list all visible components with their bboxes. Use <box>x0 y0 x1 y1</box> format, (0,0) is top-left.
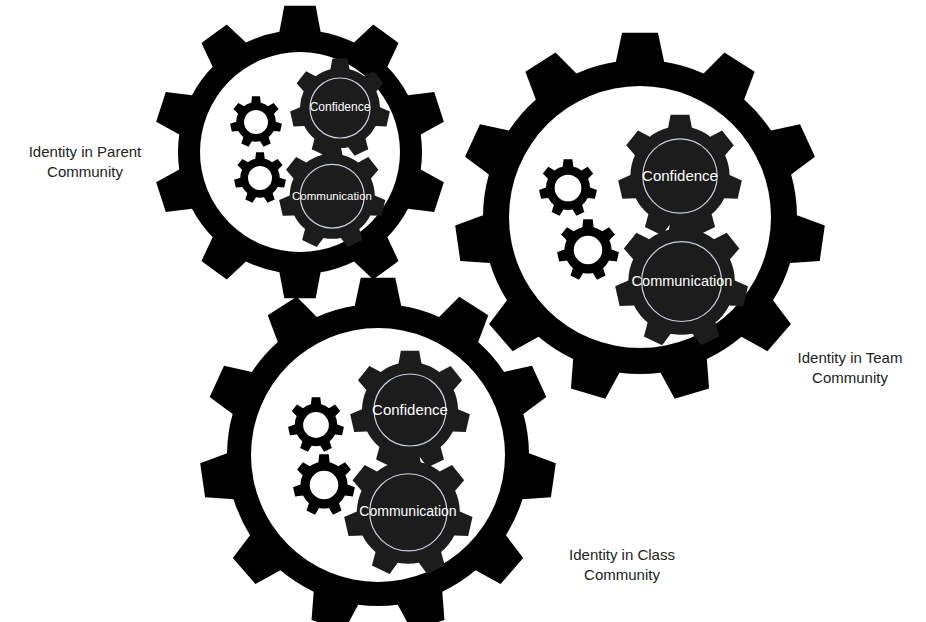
outer-gear-ring <box>200 278 556 622</box>
gear-hub-ring <box>310 78 370 138</box>
community-gear: Identity in Parent CommunityConfidenceCo… <box>153 5 447 299</box>
gear-illustration <box>153 5 447 299</box>
small-gear <box>288 397 344 451</box>
outer-gear-ring <box>156 6 444 298</box>
gear-illustration <box>455 32 825 402</box>
small-gear <box>234 152 286 203</box>
outer-gear-ring <box>455 33 825 399</box>
small-gear <box>557 219 619 279</box>
community-gear: Identity in Team CommunityConfidenceComm… <box>455 32 825 402</box>
gear-label: Confidence <box>372 402 448 419</box>
gear-label: Communication <box>359 504 456 519</box>
gear-label: Confidence <box>310 101 371 114</box>
value-gear-body <box>344 448 472 573</box>
gear-label: Communication <box>632 274 733 290</box>
value-gear: Communication <box>344 448 473 577</box>
small-gear <box>230 96 282 147</box>
community-gear: Identity in Class CommunityConfidenceCom… <box>200 277 556 622</box>
value-gear-body <box>279 143 385 247</box>
value-gear-body <box>616 216 749 345</box>
community-label: Identity in Parent Community <box>15 142 155 183</box>
gear-illustration <box>200 277 556 622</box>
gear-label: Communication <box>292 190 372 203</box>
value-gear: Confidence <box>290 58 390 158</box>
gear-hub-ring <box>643 139 717 213</box>
community-label: Identity in Team Community <box>780 348 920 389</box>
value-gear: Communication <box>279 143 385 249</box>
small-gear <box>293 454 355 514</box>
value-gear: Communication <box>615 215 748 348</box>
value-gear-body <box>290 59 390 156</box>
community-label: Identity in Class Community <box>552 545 692 586</box>
small-gear <box>539 159 597 215</box>
gear-label: Confidence <box>642 168 718 185</box>
